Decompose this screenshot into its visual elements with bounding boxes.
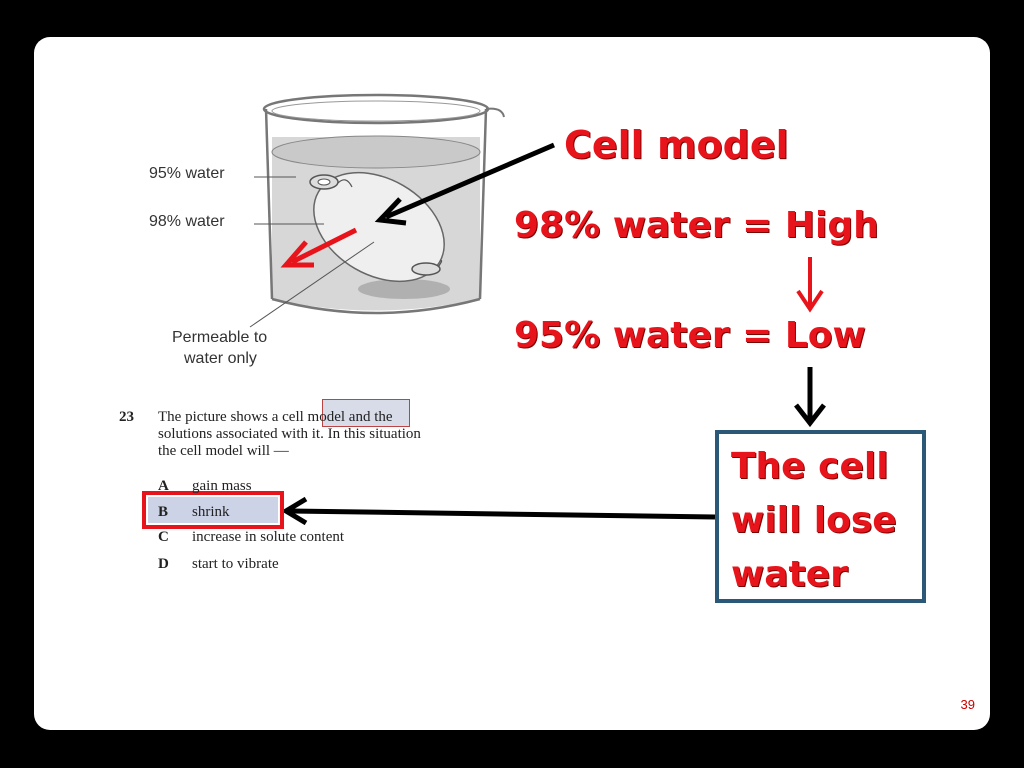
question-number: 23 (119, 409, 134, 425)
question-line-2: solutions associated with it. In this si… (158, 426, 421, 442)
annotation-cell-model: Cell model (564, 123, 789, 167)
callout-box: The cell will lose water (715, 430, 926, 603)
red-down-arrow-head (796, 289, 824, 313)
page-number: 39 (960, 697, 975, 712)
label-permeable-2: water only (184, 350, 257, 367)
annotation-high: 98% water = High (514, 205, 879, 246)
option-a-letter: A (158, 478, 169, 494)
question-line-1-pre: The picture shows a (158, 409, 279, 425)
option-d-letter: D (158, 556, 169, 572)
callout-text: The cell will lose water (731, 446, 897, 595)
label-98-water: 98% water (149, 213, 225, 230)
red-arrow-shaft (290, 227, 358, 265)
option-b-letter: B (158, 504, 169, 520)
black-arrow-to-b-head (281, 496, 308, 526)
option-b-box (142, 491, 284, 529)
question-line-1-post: and the (348, 409, 393, 425)
annotation-low: 95% water = Low (514, 315, 866, 356)
beaker-wall-left (264, 108, 274, 300)
option-d-text[interactable]: start to vibrate (192, 556, 279, 572)
label-95-water: 95% water (149, 165, 225, 182)
beaker-bottom (271, 297, 481, 315)
beaker-diagram (249, 93, 826, 526)
balloon-knot-bottom (411, 262, 441, 276)
black-arrow-cellmodel-shaft (385, 142, 555, 220)
red-arrow-head (280, 240, 314, 268)
option-c-text[interactable]: increase in solute content (192, 529, 345, 545)
beaker-wall-right (478, 108, 488, 300)
option-a-text[interactable]: gain mass (192, 478, 252, 494)
option-c-letter: C (158, 529, 169, 545)
question-line-1-highlight: cell model (282, 409, 346, 425)
option-b-text[interactable]: shrink (192, 504, 230, 520)
question-line-1: The picture shows a cell model and the (158, 409, 393, 426)
label-line-permeable (249, 241, 375, 328)
option-b-highlight (148, 497, 278, 523)
slide: 95% water 98% water Permeable to water o… (34, 37, 990, 730)
beaker-rim (262, 93, 490, 125)
beaker-spout (485, 107, 505, 118)
black-arrow-cellmodel-head (374, 197, 407, 226)
cell-balloon (313, 171, 445, 283)
water-surface (271, 135, 481, 169)
cell-model-highlight (322, 399, 410, 427)
label-permeable-1: Permeable to (172, 329, 268, 346)
shadow (358, 279, 450, 299)
black-down-arrow-head (794, 403, 826, 428)
black-arrow-to-b-shaft (289, 508, 716, 520)
question-line-3: the cell model will — (158, 443, 289, 459)
